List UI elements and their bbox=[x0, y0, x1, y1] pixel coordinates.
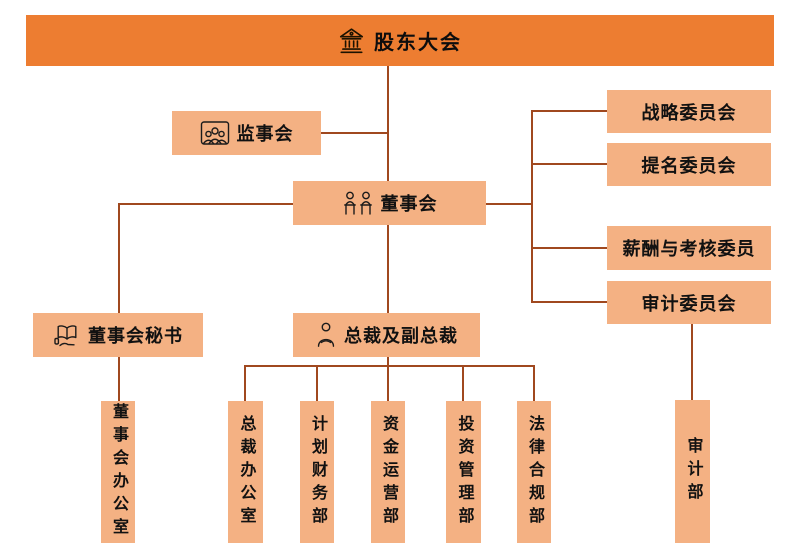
node-label: 法律合规部 bbox=[526, 414, 543, 530]
connector-board-to-president bbox=[387, 225, 389, 313]
node-board-secretary[interactable]: 董事会秘书 bbox=[33, 313, 203, 357]
node-label: 薪酬与考核委员 bbox=[622, 239, 756, 259]
bank-icon bbox=[338, 27, 365, 55]
node-board-of-directors[interactable]: 董事会 bbox=[293, 181, 486, 225]
book-hand-icon bbox=[53, 321, 81, 349]
node-label: 股东大会 bbox=[374, 32, 462, 54]
connector-supervisory-branch bbox=[321, 132, 388, 134]
node-president-office[interactable]: 总裁办公室 bbox=[228, 401, 263, 543]
node-planning-finance-dept[interactable]: 计划财务部 bbox=[300, 401, 334, 543]
connector-board-left bbox=[118, 203, 293, 205]
node-audit-committee[interactable]: 审计委员会 bbox=[607, 281, 771, 324]
node-label: 总裁办公室 bbox=[237, 414, 255, 530]
node-legal-compliance-dept[interactable]: 法律合规部 bbox=[517, 401, 551, 543]
node-audit-dept[interactable]: 审计部 bbox=[675, 400, 710, 543]
connector-drop-dept-1 bbox=[244, 365, 246, 401]
node-label: 资金运营部 bbox=[380, 414, 397, 530]
person-icon bbox=[315, 321, 337, 349]
connector-to-secretary bbox=[118, 203, 120, 313]
connector-committee-2 bbox=[531, 163, 607, 165]
connector-drop-dept-2 bbox=[316, 365, 318, 401]
node-label: 投资管理部 bbox=[455, 414, 473, 530]
node-label: 审计部 bbox=[684, 437, 702, 506]
connector-drop-dept-5 bbox=[533, 365, 535, 401]
node-label: 董事会办公室 bbox=[110, 403, 127, 541]
node-label: 董事会秘书 bbox=[88, 326, 183, 346]
connector-root-to-board bbox=[387, 66, 389, 181]
connector-secretary-to-office bbox=[118, 357, 120, 401]
connector-president-stub bbox=[387, 357, 389, 367]
connector-drop-dept-3 bbox=[387, 365, 389, 401]
node-board-office[interactable]: 董事会办公室 bbox=[101, 401, 135, 543]
node-label: 提名委员会 bbox=[641, 155, 737, 176]
team-frame-icon bbox=[200, 120, 230, 146]
node-label: 总裁及副总裁 bbox=[344, 326, 458, 346]
connector-dept-distribution bbox=[244, 365, 535, 367]
connector-committee-3 bbox=[531, 247, 607, 249]
meeting-icon bbox=[342, 190, 374, 217]
node-label: 计划财务部 bbox=[309, 414, 326, 530]
node-label: 监事会 bbox=[236, 124, 294, 144]
node-label: 审计委员会 bbox=[641, 293, 737, 314]
node-investment-management-dept[interactable]: 投资管理部 bbox=[446, 401, 481, 543]
node-label: 战略委员会 bbox=[641, 102, 737, 123]
connector-audit-cmte-to-dept bbox=[691, 324, 693, 400]
connector-committee-trunk bbox=[531, 110, 533, 303]
node-compensation-committee[interactable]: 薪酬与考核委员 bbox=[607, 226, 771, 270]
connector-drop-dept-4 bbox=[462, 365, 464, 401]
node-shareholders-meeting[interactable]: 股东大会 bbox=[26, 15, 774, 66]
node-nomination-committee[interactable]: 提名委员会 bbox=[607, 143, 771, 186]
node-supervisory-board[interactable]: 监事会 bbox=[172, 111, 321, 155]
node-capital-operations-dept[interactable]: 资金运营部 bbox=[371, 401, 405, 543]
connector-board-right bbox=[486, 203, 533, 205]
node-president-vps[interactable]: 总裁及副总裁 bbox=[293, 313, 480, 357]
node-label: 董事会 bbox=[380, 194, 438, 214]
node-strategy-committee[interactable]: 战略委员会 bbox=[607, 90, 771, 133]
connector-committee-1 bbox=[531, 110, 607, 112]
connector-committee-4 bbox=[531, 301, 607, 303]
